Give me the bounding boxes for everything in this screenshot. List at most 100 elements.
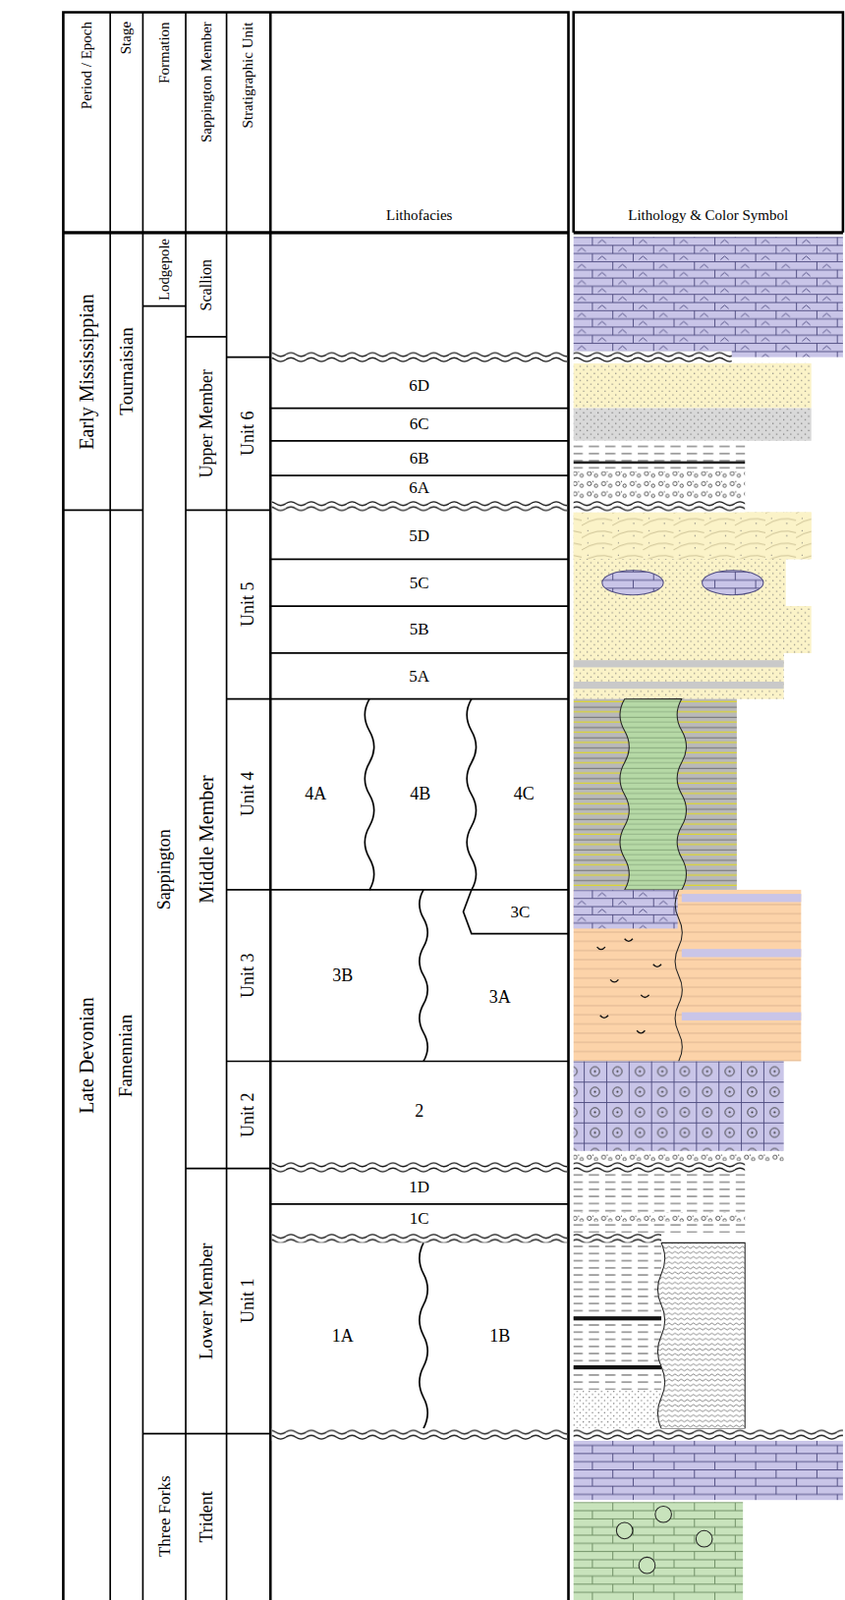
table-cell: Middle Member: [185, 509, 227, 1169]
table-cell: Lower Member: [185, 1169, 227, 1435]
shell-symbol: [610, 979, 619, 983]
table-border: [573, 11, 844, 232]
sandstone-6c: [573, 408, 812, 442]
table-cell: 1B: [431, 1242, 568, 1429]
stripe-5a: [573, 660, 785, 668]
cell-label: 3B: [332, 965, 353, 987]
cell-label: Trident: [196, 1491, 218, 1543]
cell-label: Early Mississippian: [75, 293, 99, 450]
cell-label: Stage: [117, 21, 135, 55]
cell-label: 5D: [408, 526, 430, 547]
cell-label: Formation: [156, 21, 173, 84]
table-cell: Unit 2: [226, 1061, 272, 1169]
shell-symbol: [636, 1030, 645, 1034]
cell-label: 6C: [409, 414, 430, 435]
unconformity: [272, 350, 567, 363]
table-cell: Famennian: [110, 509, 143, 1600]
cell-label: Late Devonian: [75, 997, 99, 1114]
cell-label: 6B: [409, 449, 430, 469]
cell-label: Unit 4: [238, 772, 260, 818]
table-cell: 6D: [270, 363, 568, 409]
header-rule: [62, 230, 844, 234]
limestone-band: [681, 949, 802, 958]
limestone-3c: [573, 890, 678, 929]
table-cell: 6A: [270, 475, 568, 501]
table-cell: 2: [270, 1061, 568, 1162]
table-cell: Lithofacies: [270, 11, 568, 232]
unconformity: [272, 500, 567, 512]
siltstone-1a: [573, 1390, 662, 1429]
table-cell: 1C: [270, 1204, 568, 1234]
nodule-symbol: [638, 1557, 656, 1575]
cell-label: Three Forks: [155, 1476, 175, 1559]
table-cell: 5C: [270, 559, 568, 607]
column-rule: [269, 11, 273, 1600]
cell-label: Sappington: [154, 830, 175, 911]
shell-symbols: [597, 939, 662, 1034]
table-cell: 5B: [270, 606, 568, 654]
cell-label: 3A: [489, 987, 511, 1009]
cell-label: Middle Member: [195, 775, 219, 904]
table-cell: 3A: [431, 934, 568, 1063]
table-cell: Formation: [142, 11, 186, 232]
siltstone-6b: [573, 441, 745, 472]
table-cell: Sappington: [142, 306, 186, 1435]
mudstone-unit3: [573, 890, 802, 1063]
table-cell: Period / Epoch: [62, 11, 111, 232]
cell-label: 1D: [408, 1178, 430, 1198]
cell-label: Unit 2: [238, 1092, 260, 1138]
row-rule: [62, 306, 186, 1435]
shell-symbol: [653, 964, 662, 968]
table-cell: Upper Member: [185, 337, 227, 511]
black-shale-bed: [573, 1365, 662, 1370]
siltstone-unit4: [573, 699, 737, 891]
cell-label: Famennian: [115, 1014, 138, 1097]
table-cell: Lithology & Color Symbol: [573, 11, 844, 232]
cell-label: Lithofacies: [386, 207, 452, 225]
table-cell: Stage: [110, 11, 143, 232]
nodule-symbol: [616, 1522, 633, 1540]
table-cell: 6C: [270, 408, 568, 442]
facies-boundary: [675, 890, 682, 1063]
unconformity: [573, 1428, 844, 1441]
row-rule: [185, 337, 227, 1435]
cell-label: Unit 6: [238, 411, 260, 457]
table-cell: 3B: [270, 890, 415, 1063]
scallion-limestone: [573, 236, 844, 358]
nodule-symbol: [655, 1506, 673, 1523]
cell-label: 2: [414, 1101, 424, 1123]
unconformity: [272, 1161, 567, 1174]
shell-symbol: [640, 995, 649, 999]
table-cell: 1D: [270, 1172, 568, 1205]
cell-label: Lower Member: [195, 1242, 218, 1360]
limestone-band: [681, 1013, 802, 1021]
shell-symbol: [624, 939, 633, 943]
limestone-nodule: [602, 570, 664, 596]
unconformity: [573, 500, 745, 512]
table-cell: Sappington Member: [185, 11, 227, 232]
table-cell: Unit 5: [226, 509, 272, 699]
unconformity: [573, 1161, 745, 1174]
table-cell: Trident: [185, 1434, 227, 1600]
cell-label: 4C: [513, 784, 535, 805]
cell-label: 1C: [409, 1209, 430, 1230]
nodule-symbol: [695, 1530, 713, 1548]
facies-boundary: [419, 890, 428, 1063]
cell-label: Period / Epoch: [78, 21, 96, 110]
table-cell: 3C: [471, 890, 569, 935]
facies-boundary: [419, 1242, 428, 1429]
table-cell: Tournaisian: [110, 232, 143, 511]
column-rule: [110, 11, 226, 1600]
table-cell: 1A: [270, 1242, 415, 1429]
row-rule: [270, 408, 568, 1205]
cell-label: 1B: [489, 1326, 510, 1348]
stripe-5a: [573, 681, 785, 689]
cell-label: 6A: [408, 478, 430, 499]
table-cell: 4C: [479, 699, 568, 891]
table-cell: Unit 1: [226, 1169, 272, 1435]
cell-label: Tournaisian: [115, 328, 138, 416]
row-rule: [226, 357, 272, 1435]
limestone-nodule: [702, 570, 764, 596]
trident-green-limestone: [573, 1502, 743, 1600]
cell-label: 5A: [408, 667, 430, 687]
